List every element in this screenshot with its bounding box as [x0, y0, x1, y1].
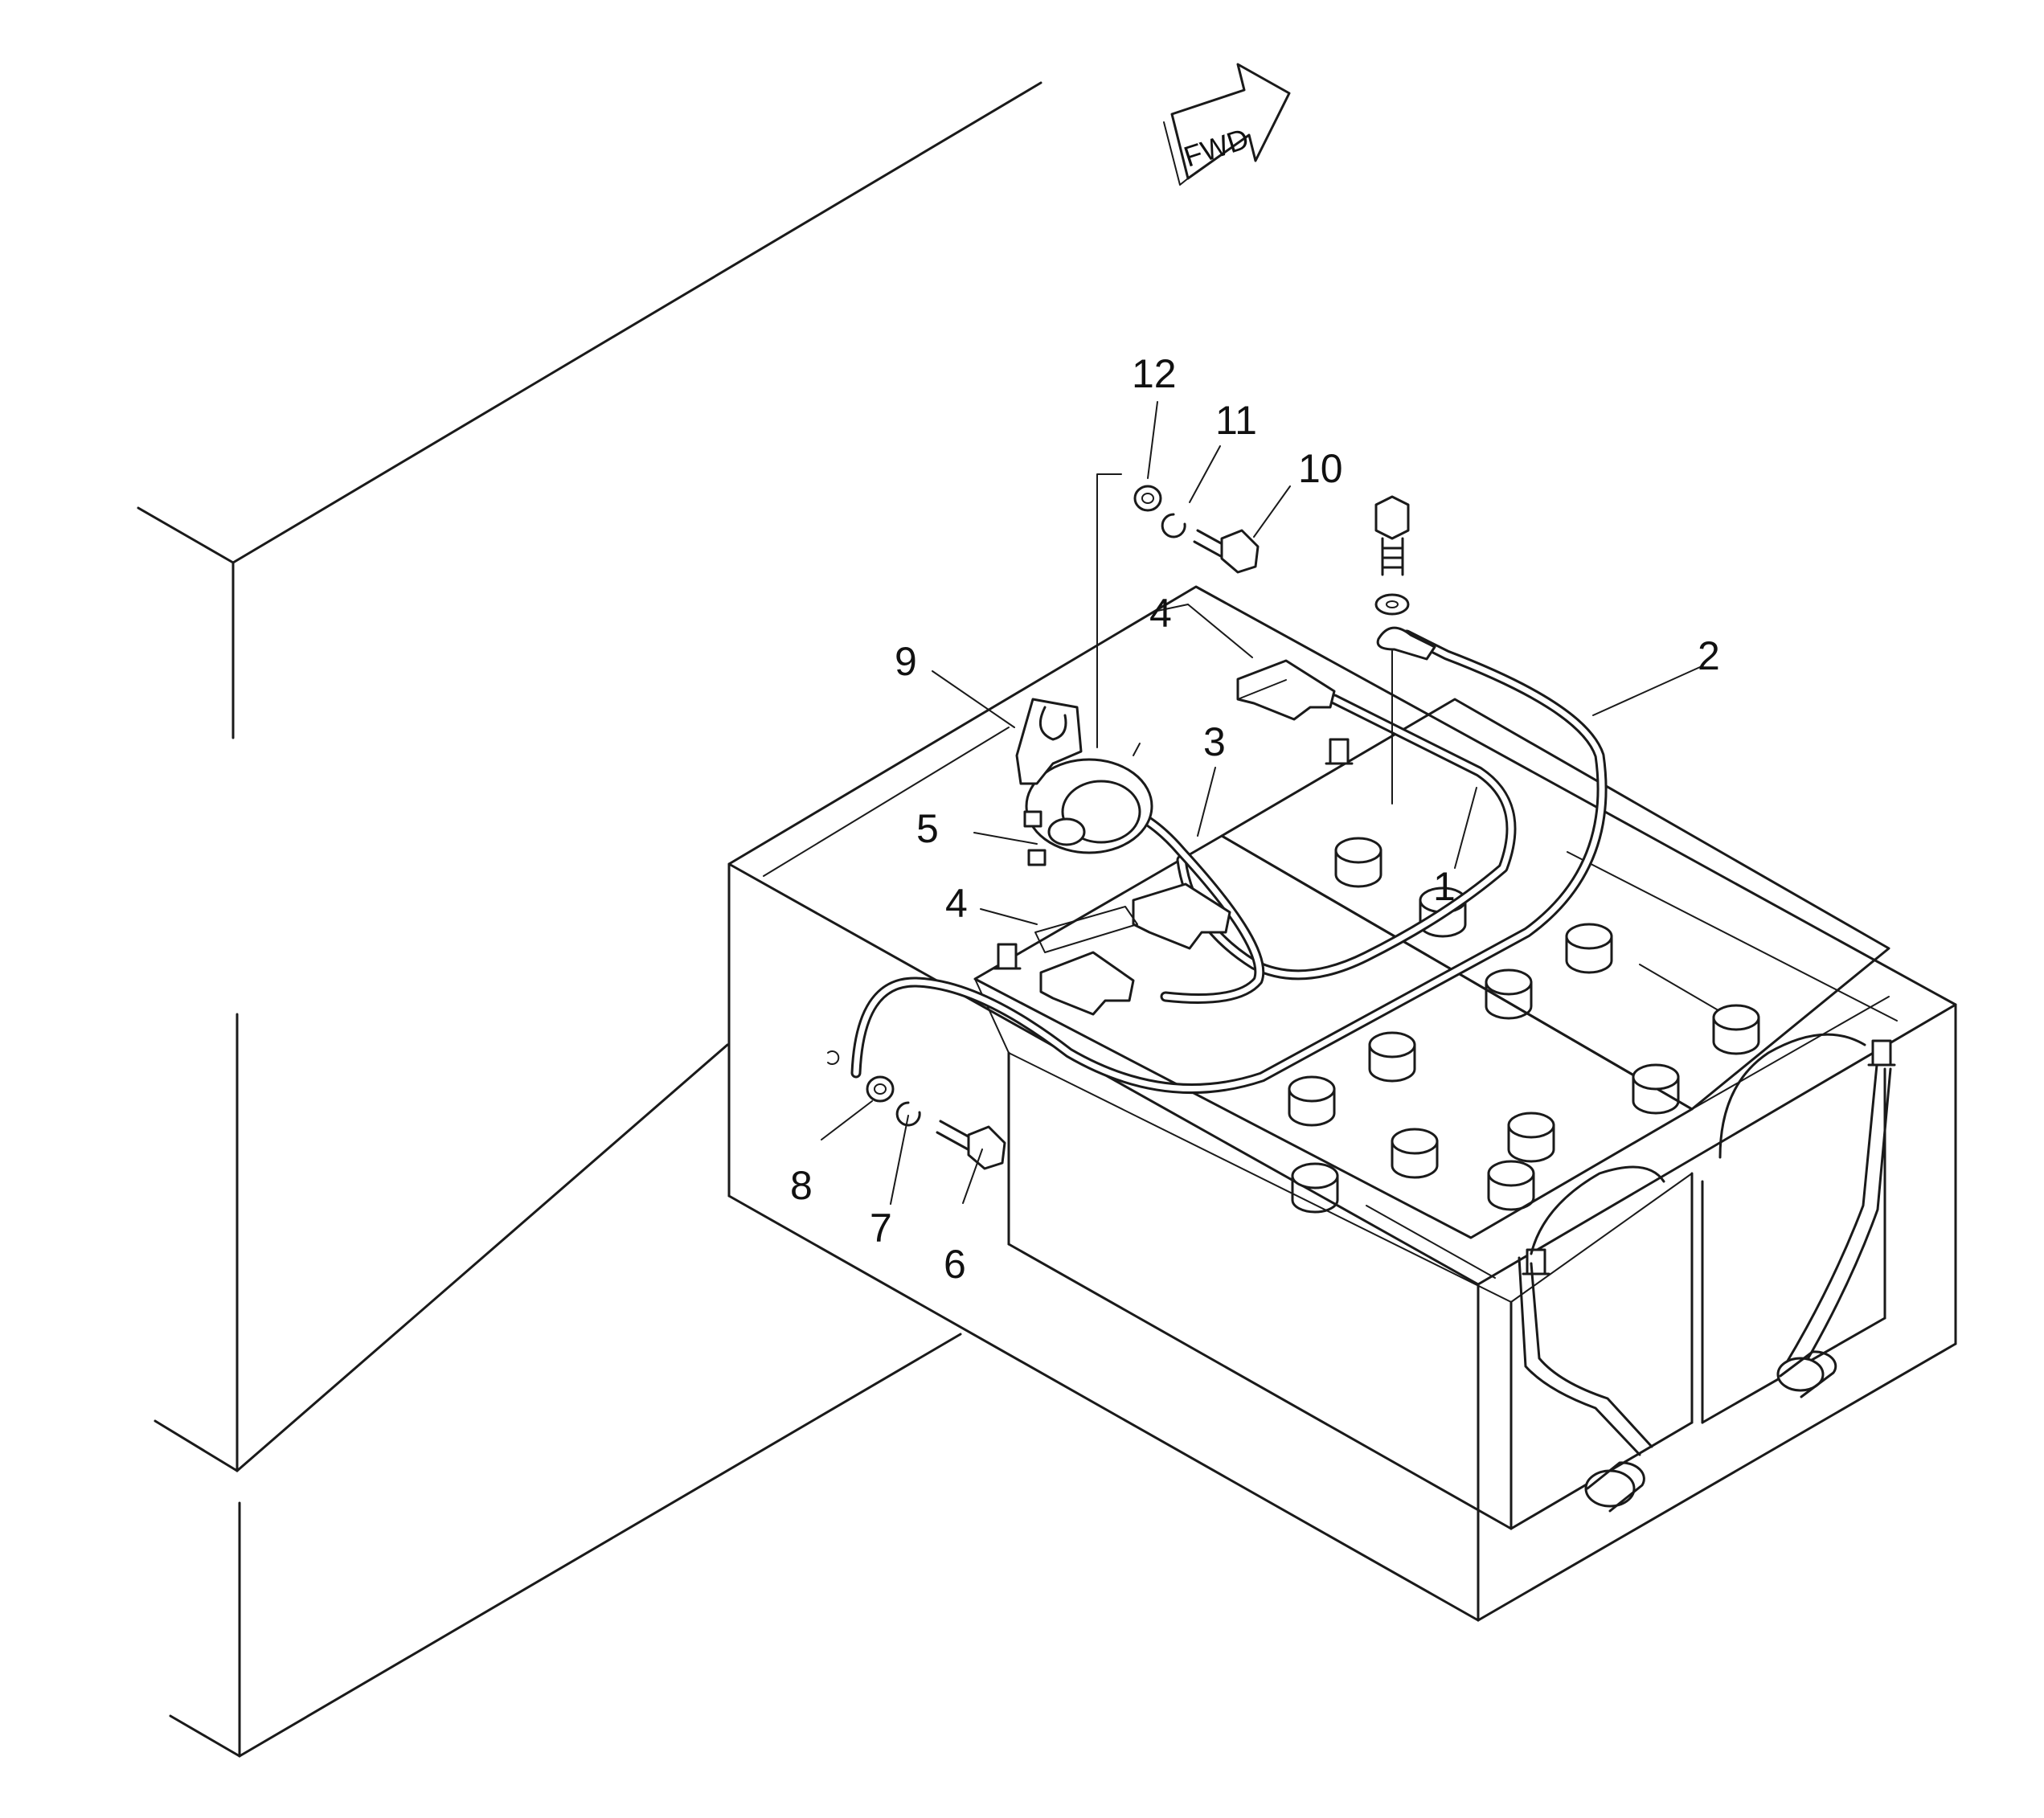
cable-2-bolt-assembly — [1374, 495, 1436, 805]
vent-cap — [1712, 1004, 1760, 1055]
callout-6: 6 — [944, 1242, 966, 1287]
callout-1: 1 — [1433, 864, 1456, 909]
battery-terminals — [993, 738, 1896, 1275]
terminal-post — [1325, 738, 1354, 765]
callout-8: 8 — [790, 1163, 813, 1208]
battery-hold-down-right — [1718, 1033, 1892, 1398]
callout-2: 2 — [1698, 633, 1720, 678]
terminal-cover-lower — [1034, 882, 1231, 1016]
forward-direction-arrow: FWD — [1163, 63, 1291, 186]
cable-2-ground — [850, 629, 1608, 1095]
relay-mount-hardware — [1096, 473, 1260, 748]
callout-11: 11 — [1215, 398, 1257, 443]
battery-hold-down-left — [1518, 1165, 1665, 1513]
callout-4b: 4 — [945, 881, 968, 926]
vent-cap — [1368, 1031, 1416, 1083]
battery-left — [973, 834, 1694, 1530]
vent-cap — [1291, 1162, 1339, 1214]
callout-9: 9 — [895, 639, 917, 684]
callout-3: 3 — [1203, 719, 1226, 764]
terminal-post — [993, 943, 1022, 970]
callout-5: 5 — [916, 806, 939, 851]
ground-mount-hardware — [827, 1050, 1006, 1170]
terminal-post — [1522, 1248, 1550, 1275]
terminal-post — [1867, 1039, 1896, 1067]
cable-1-battery-link — [1176, 694, 1517, 981]
battery-box — [727, 585, 1957, 1622]
battery-relay — [1023, 743, 1153, 866]
vent-cap — [1334, 837, 1382, 888]
terminal-cover-upper — [1236, 659, 1336, 721]
battery-right — [1220, 698, 1890, 1424]
vent-cap — [1632, 1063, 1680, 1115]
callout-4a: 4 — [1149, 591, 1172, 636]
callout-7: 7 — [870, 1206, 892, 1251]
vent-cap — [1565, 923, 1613, 974]
vent-cap — [1487, 1160, 1535, 1211]
machine-frame — [137, 81, 1042, 1758]
relay-bracket — [1015, 698, 1083, 785]
callout-10: 10 — [1298, 446, 1343, 491]
vent-cap — [1507, 1112, 1555, 1163]
vent-cap — [1391, 1128, 1439, 1179]
callout-12: 12 — [1132, 351, 1177, 396]
vent-cap — [1288, 1075, 1336, 1127]
callouts: 1 2 3 4 4 5 6 7 8 9 10 11 12 — [790, 351, 1720, 1287]
leader-lines — [821, 401, 1701, 1205]
vent-cap — [1485, 968, 1533, 1020]
